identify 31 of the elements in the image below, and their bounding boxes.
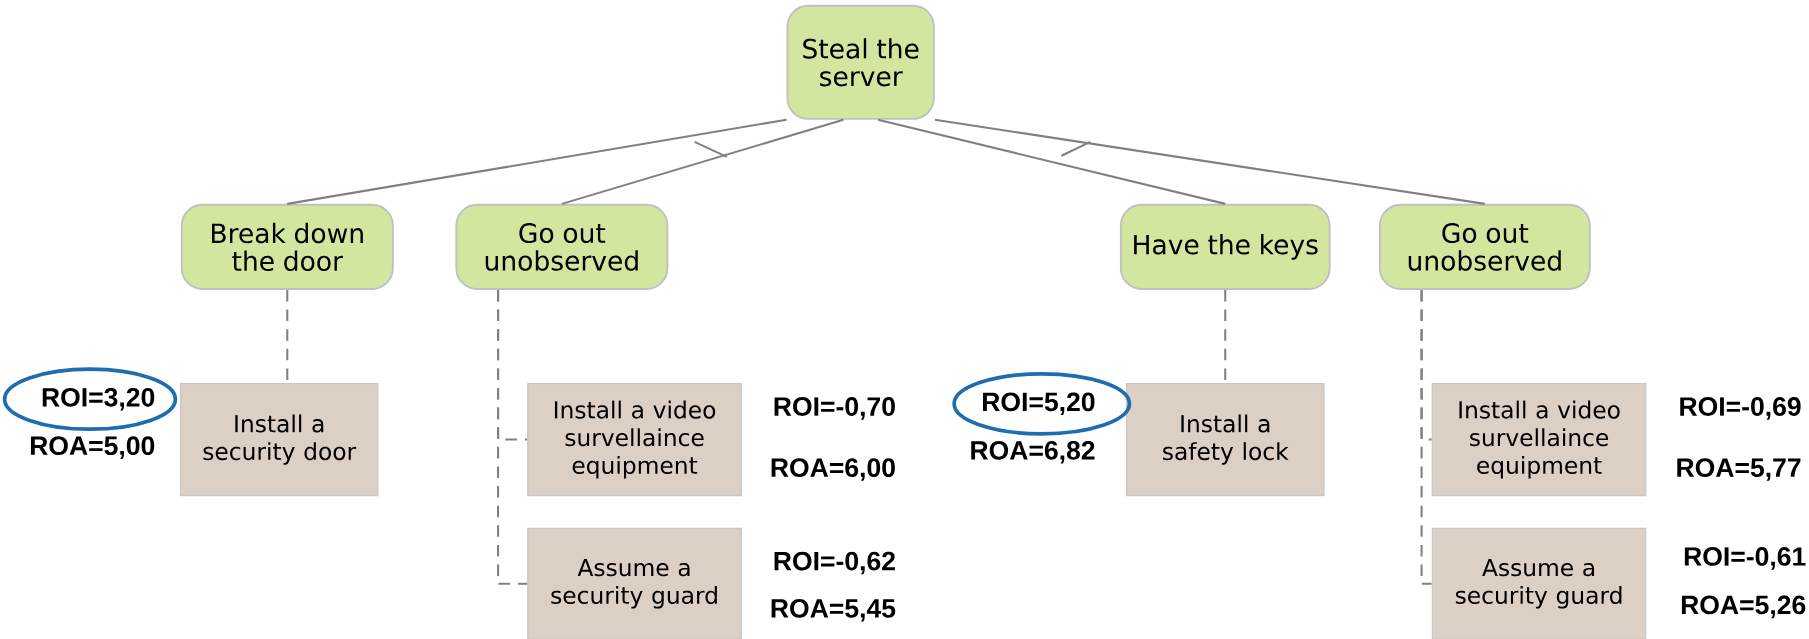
connector	[561, 118, 844, 205]
metric-label: ROI=3,20	[42, 387, 155, 411]
metric-label: ROA=5,26	[1681, 595, 1806, 619]
goal-box: Break down the door	[180, 203, 394, 290]
goal-box: Have the keys	[1119, 203, 1331, 290]
connector	[877, 118, 1226, 205]
goal-box: Go out unobserved	[1378, 203, 1591, 290]
goal-box: Steal the server	[786, 4, 935, 120]
metric-label: ROA=6,00	[771, 458, 895, 481]
metric-label: ROA=5,77	[1677, 458, 1801, 481]
connector	[934, 118, 1485, 205]
countermeasure-box: Assume a security guard	[527, 527, 742, 639]
metric-label: ROA=5,00	[30, 436, 155, 459]
connector	[286, 289, 289, 383]
countermeasure-box: Install a security door	[179, 382, 379, 497]
connector	[497, 289, 528, 585]
metric-label: ROA=5,45	[771, 598, 896, 622]
countermeasure-box: Install a video survellaince equipment	[527, 382, 742, 497]
connector	[287, 118, 787, 205]
metric-label: ROI=-0,61	[1684, 547, 1806, 570]
metric-label: ROI=5,20	[983, 392, 1095, 416]
goal-box: Go out unobserved	[455, 203, 669, 290]
connector	[1224, 289, 1227, 383]
countermeasure-box: Install a safety lock	[1125, 382, 1325, 497]
metric-label: ROA=6,82	[971, 440, 1095, 464]
connector	[1420, 289, 1432, 585]
metric-label: ROI=-0,70	[774, 397, 895, 420]
countermeasure-box: Assume a security guard	[1431, 527, 1647, 639]
metric-label: ROI=-0,62	[774, 551, 895, 575]
metric-label: ROI=-0,69	[1680, 397, 1801, 420]
countermeasure-box: Install a video survellaince equipment	[1431, 382, 1647, 497]
